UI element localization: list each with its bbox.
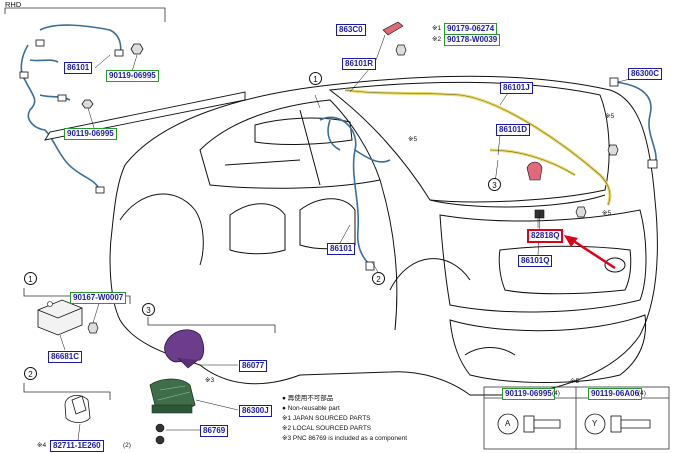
left-wire-harness [20, 24, 122, 191]
note-star4-marker: ※4 [37, 442, 47, 449]
callout-1-inset: 1 [24, 272, 37, 285]
callout-3-inset: 3 [142, 303, 155, 316]
interior-wire-harness [319, 116, 391, 266]
part-86769[interactable]: 86769 [200, 425, 229, 437]
part-863C0[interactable]: 863C0 [336, 24, 366, 36]
part-90119-06995-left[interactable]: 90119-06995 [64, 128, 117, 140]
car-body [109, 75, 658, 396]
antenna-bracket-icon [382, 21, 407, 56]
fastener-a-mark: A [505, 419, 511, 428]
callout-2-main[interactable]: 2 [372, 272, 385, 285]
star5-marker-tailgate: ※5 [602, 210, 612, 217]
roof-wire-harness [344, 88, 612, 206]
part-90167-W0007[interactable]: 90167-W0007 [70, 292, 127, 304]
part-86300C[interactable]: 86300C [628, 68, 663, 80]
callout-1-main[interactable]: 1 [309, 72, 322, 85]
wire-clip-icon [64, 395, 91, 441]
part-86101-left[interactable]: 86101 [64, 62, 93, 74]
fastener-b-mark: Y [592, 419, 598, 428]
connector-icon [365, 77, 658, 271]
star5-marker-right: ※5 [605, 113, 615, 120]
rear-antenna-cable [614, 81, 657, 166]
part-86681C[interactable]: 86681C [48, 351, 83, 363]
part-86300J[interactable]: 86300J [239, 405, 272, 417]
leader-lines [87, 34, 635, 273]
callout-2-inset: 2 [24, 367, 37, 380]
note-star2-marker: ※2 [432, 36, 442, 43]
antenna-icon [149, 329, 239, 445]
callout-3-main[interactable]: 3 [488, 178, 501, 191]
clip-icon [526, 144, 619, 219]
fastener-table-header: ※5 [570, 378, 580, 385]
star5-marker-center: ※5 [408, 136, 418, 143]
part-90119-06995-top[interactable]: 90119-06995 [106, 70, 159, 82]
legend-reuse-jp: ● 再使用不可部品 [282, 395, 334, 402]
fastener-b-qty: (4) [638, 390, 646, 397]
legend-note1: ※1 JAPAN SOURCED PARTS [282, 415, 371, 422]
qty-82711: (2) [123, 442, 131, 449]
part-86101D[interactable]: 86101D [496, 124, 531, 136]
fastener-icons [497, 413, 651, 435]
fastener-a-qty: (4) [552, 390, 560, 397]
roof-wire-harness-outline [344, 89, 611, 206]
legend-note3: ※3 PNC 86769 is included as a component [282, 435, 408, 442]
part-82818Q[interactable]: 82818Q [527, 229, 564, 243]
legend-note2: ※2 LOCAL SOURCED PARTS [282, 425, 372, 432]
fastener-b-part[interactable]: 90119-06A06 [588, 388, 643, 400]
legend-non-reusable: ● Non-reusable part [282, 405, 340, 412]
part-86101Q[interactable]: 86101Q [518, 255, 553, 267]
part-86101J[interactable]: 86101J [500, 82, 533, 94]
part-86101R[interactable]: 86101R [342, 58, 377, 70]
part-86101-mid[interactable]: 86101 [327, 243, 356, 255]
rhd-label: RHD [5, 0, 22, 9]
bolt-icon [81, 43, 144, 109]
rhd-frame [4, 7, 166, 22]
fastener-a-part[interactable]: 90119-06995 [502, 388, 555, 400]
amplifier-icon [37, 299, 101, 351]
note-star1-marker: ※1 [432, 25, 442, 32]
note-star3-marker: ※3 [205, 377, 215, 384]
part-82711-1E260[interactable]: 82711-1E260 [50, 440, 104, 452]
arrow-icon [564, 235, 616, 270]
left-harness-connectors [19, 39, 124, 194]
part-90178-W0039[interactable]: 90178-W0039 [444, 34, 501, 46]
part-86077[interactable]: 86077 [239, 360, 268, 372]
inset-frames [23, 288, 670, 450]
